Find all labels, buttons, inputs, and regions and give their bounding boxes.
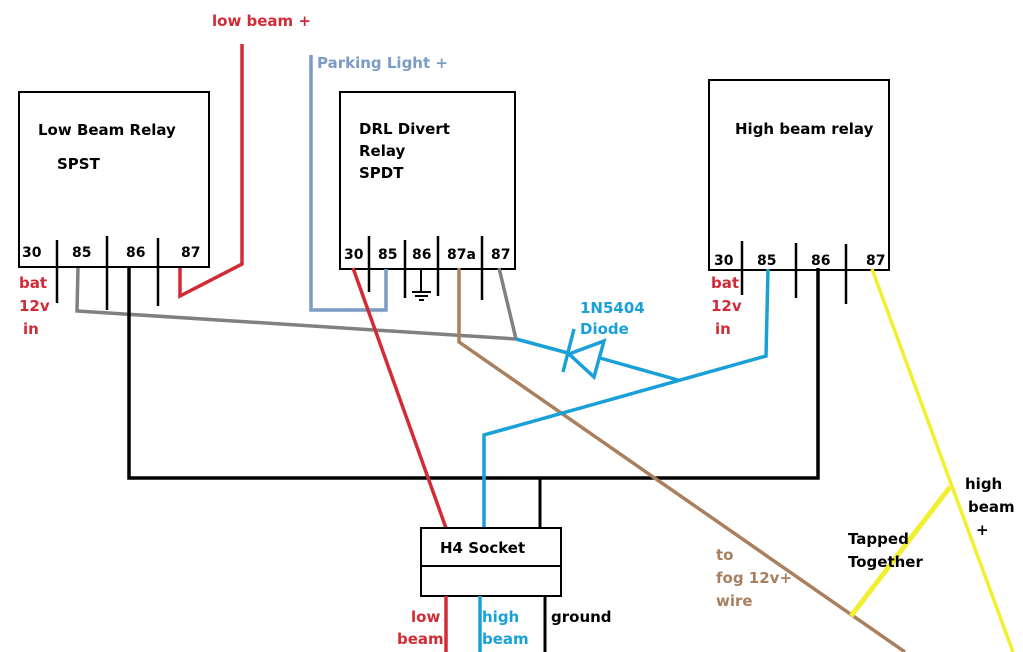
high-beam-plus-3: + — [976, 521, 989, 539]
fog-label-1: to — [716, 546, 734, 564]
drl-relay-title-2: Relay — [359, 142, 406, 160]
h4-socket-label: H4 Socket — [440, 539, 526, 557]
fog-label-2: fog 12v+ — [716, 569, 793, 587]
low-relay-pin-dividers — [55, 236, 160, 310]
high-beam-plus-1: high — [965, 475, 1003, 493]
diode-label-1: 1N5404 — [580, 299, 645, 317]
fog-label-3: wire — [716, 592, 753, 610]
bat-low-2: 12v — [19, 297, 50, 315]
h4-socket-box — [420, 527, 562, 597]
socket-low-2: beam — [397, 630, 444, 648]
gray-trigger-wire — [75, 267, 519, 341]
parking-light-label: Parking Light + — [317, 54, 448, 72]
socket-high-1: high — [482, 608, 520, 626]
diode-label-2: Diode — [580, 320, 629, 338]
low-relay-title: Low Beam Relay — [38, 121, 176, 139]
high-pin-86: 86 — [811, 253, 831, 269]
drl-pin-87a: 87a — [447, 247, 476, 263]
diode-branch-wire — [515, 337, 569, 355]
parking-light-wire — [309, 55, 388, 312]
high-beam-relay-box — [708, 79, 890, 271]
bat-low-3: in — [23, 320, 39, 338]
fog-wire — [457, 268, 906, 652]
high-beam-trigger-wire — [482, 268, 770, 528]
low-beam-plus-wire — [178, 44, 244, 299]
bat-high-1: bat — [711, 274, 740, 292]
drl-pin-30: 30 — [344, 247, 364, 263]
drl-pin-86: 86 — [412, 247, 432, 263]
socket-low-1: low — [411, 608, 441, 626]
ground-bus-wire — [127, 268, 820, 480]
tapped-label-1: Tapped — [848, 530, 909, 548]
bat-high-3: in — [715, 320, 731, 338]
drl-relay-title-1: DRL Divert — [359, 120, 450, 138]
socket-ground-label: ground — [551, 608, 612, 626]
drl-relay-box — [339, 91, 516, 270]
bat-high-2: 12v — [711, 297, 742, 315]
diode-branch-wire-2 — [599, 356, 679, 382]
low-pin-30: 30 — [22, 245, 42, 261]
high-beam-plus-2: beam — [968, 498, 1015, 516]
socket-high-2: beam — [482, 630, 529, 648]
bat-low-1: bat — [19, 274, 48, 292]
drl-relay-type: SPDT — [359, 164, 404, 182]
ground-symbol-icon — [412, 269, 431, 301]
drl-30-to-socket-wire — [351, 267, 448, 529]
high-beam-87-wire — [870, 268, 1015, 652]
high-pin-30: 30 — [714, 253, 734, 269]
high-pin-87: 87 — [866, 253, 886, 269]
high-relay-pin-dividers — [740, 241, 848, 304]
tapped-label-2: Together — [848, 553, 923, 571]
high-relay-title: High beam relay — [735, 120, 874, 138]
drl-pin-87: 87 — [491, 247, 511, 263]
tap-wire — [849, 485, 952, 618]
low-beam-relay-box — [18, 91, 210, 268]
diode-icon — [561, 328, 607, 381]
low-pin-86: 86 — [126, 245, 146, 261]
low-relay-type: SPST — [57, 155, 100, 173]
high-pin-85: 85 — [757, 253, 777, 269]
low-pin-85: 85 — [72, 245, 92, 261]
drl-relay-pin-dividers — [367, 236, 484, 300]
drl-pin-85: 85 — [378, 247, 398, 263]
low-pin-87: 87 — [181, 245, 201, 261]
low-beam-plus-label: low beam + — [212, 12, 311, 30]
